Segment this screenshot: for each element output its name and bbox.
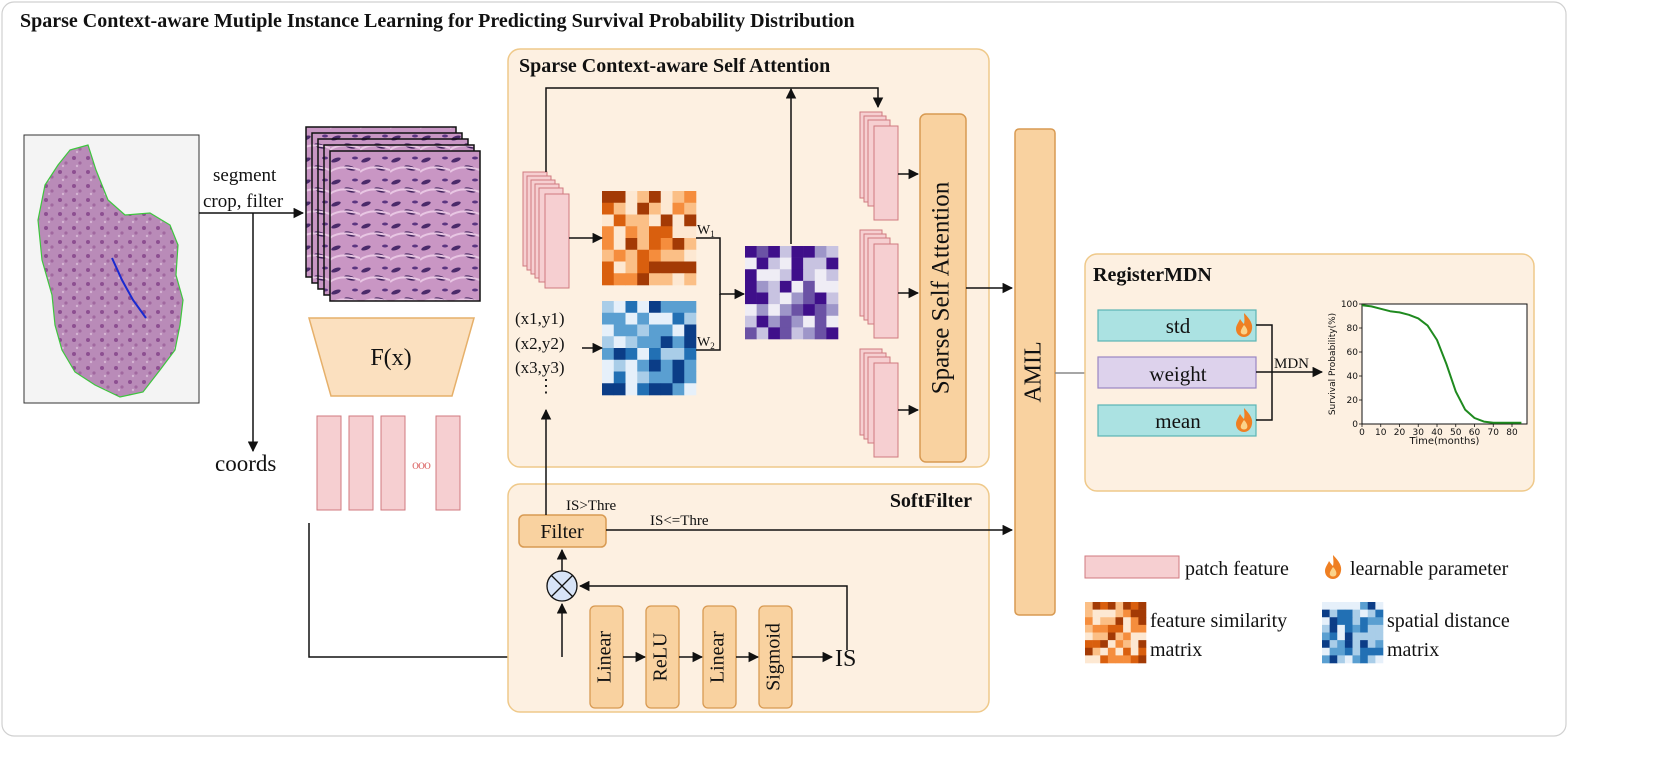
survival-curve-line bbox=[1361, 304, 1522, 424]
scsa-feature-stack bbox=[522, 171, 570, 289]
softfilter-title: SoftFilter bbox=[890, 490, 972, 512]
architecture-diagram: Sparse Context-aware Mutiple Instance Le… bbox=[1, 1, 1567, 737]
layer-linear-1: Linear bbox=[594, 631, 616, 684]
filter-label: Filter bbox=[540, 521, 584, 543]
encoder-trapezoid bbox=[308, 317, 475, 397]
legend-spatial-distance-1: spatial distance bbox=[1387, 610, 1510, 632]
legend-patch-feature: patch feature bbox=[1185, 558, 1289, 580]
legend-patch-swatch bbox=[1084, 555, 1180, 579]
softfilter-panel bbox=[507, 483, 990, 713]
is-to-multiply-arrow bbox=[578, 580, 848, 650]
x-tick-label: 0 bbox=[1359, 428, 1365, 438]
w1-merge-arrow bbox=[696, 237, 746, 300]
mean-label: mean bbox=[1155, 409, 1201, 433]
coord-item-1: (x1,y1) bbox=[515, 309, 565, 328]
is-le-label: IS<=Thre bbox=[650, 513, 709, 529]
x-tick-label: 60 bbox=[1469, 428, 1481, 438]
x-tick-label: 50 bbox=[1450, 428, 1462, 438]
ssa-label: Sparse Self Attention bbox=[928, 181, 955, 394]
legend-spatial-distance-swatch bbox=[1322, 602, 1384, 664]
chart-xlabel: Time(months) bbox=[1409, 436, 1480, 447]
amil-label: AMIL bbox=[1021, 341, 1047, 402]
value-skip-arrow bbox=[545, 87, 884, 172]
y-tick-label: 40 bbox=[1347, 372, 1359, 382]
coord-item-3: (x3,y3) bbox=[515, 358, 565, 377]
feature-similarity-matrix bbox=[602, 191, 697, 286]
flame-icon bbox=[1236, 313, 1253, 337]
legend-spatial-distance-2: matrix bbox=[1387, 639, 1439, 661]
encoder-label: F(x) bbox=[370, 345, 411, 371]
whole-slide-image bbox=[23, 134, 200, 404]
weight-label: weight bbox=[1149, 362, 1206, 386]
y-tick-label: 60 bbox=[1347, 348, 1359, 358]
w1-label: W1 bbox=[697, 223, 715, 239]
x-tick-label: 70 bbox=[1488, 428, 1500, 438]
legend-learnable-parameter: learnable parameter bbox=[1350, 558, 1509, 580]
grouped-feature-stack-2 bbox=[859, 229, 899, 339]
std-box bbox=[1097, 309, 1257, 342]
std-label: std bbox=[1166, 314, 1191, 338]
legend-feature-similarity-2: matrix bbox=[1150, 639, 1202, 661]
features-ellipsis: ooo bbox=[412, 458, 431, 473]
y-tick-label: 20 bbox=[1347, 396, 1359, 406]
x-tick-label: 20 bbox=[1394, 428, 1406, 438]
survival-curve-chart: 0 10 20 30 40 50 60 70 80 0 20 40 60 80 100Time(months… bbox=[1328, 300, 1528, 447]
y-tick-label: 0 bbox=[1352, 420, 1358, 430]
is-label: IS bbox=[835, 646, 856, 672]
grouped-feature-stack-3 bbox=[859, 348, 899, 458]
chart-ylabel: Survival Probability(%) bbox=[1328, 313, 1338, 415]
diagram-title: Sparse Context-aware Mutiple Instance Le… bbox=[20, 10, 855, 32]
x-tick-label: 30 bbox=[1413, 428, 1425, 438]
segment-label: segment bbox=[213, 165, 277, 186]
features-to-softfilter-arrow bbox=[308, 523, 589, 663]
layer-linear-2: Linear bbox=[707, 631, 729, 684]
patch-stack bbox=[305, 126, 481, 302]
layer-relu: ReLU bbox=[650, 632, 672, 681]
grouped-feature-stack-1 bbox=[859, 111, 899, 221]
coord-ellipsis: ⋮ bbox=[537, 376, 555, 396]
legend-feature-similarity-1: feature similarity bbox=[1150, 610, 1287, 632]
chart-plot-area bbox=[1361, 303, 1528, 425]
mdn-label: MDN bbox=[1274, 356, 1309, 372]
mean-box bbox=[1097, 404, 1257, 437]
multiply-icon bbox=[550, 574, 574, 598]
amil-block bbox=[1014, 128, 1056, 616]
outer-frame bbox=[1, 1, 1567, 737]
mdn-title: RegisterMDN bbox=[1093, 264, 1212, 286]
patch-feature-vectors bbox=[316, 415, 461, 511]
x-tick-label: 40 bbox=[1431, 428, 1443, 438]
is-gt-label: IS>Thre bbox=[566, 498, 616, 514]
x-tick-label: 10 bbox=[1375, 428, 1387, 438]
flame-icon bbox=[1236, 408, 1253, 432]
combined-attention-matrix bbox=[745, 246, 839, 340]
coord-item-2: (x2,y2) bbox=[515, 334, 565, 353]
legend-feature-similarity-swatch bbox=[1085, 602, 1147, 664]
w2-merge-line bbox=[696, 294, 721, 351]
scsa-title: Sparse Context-aware Self Attention bbox=[519, 55, 830, 77]
w2-label: W2 bbox=[697, 335, 715, 351]
coords-label: coords bbox=[215, 451, 276, 476]
filter-box bbox=[518, 514, 607, 548]
spatial-distance-matrix bbox=[602, 301, 697, 396]
x-tick-label: 80 bbox=[1506, 428, 1518, 438]
layer-sigmoid: Sigmoid bbox=[763, 623, 785, 691]
y-tick-label: 100 bbox=[1341, 300, 1358, 310]
crop-filter-label: crop, filter bbox=[203, 191, 284, 212]
y-tick-label: 80 bbox=[1347, 324, 1359, 334]
flame-icon bbox=[1325, 555, 1342, 579]
